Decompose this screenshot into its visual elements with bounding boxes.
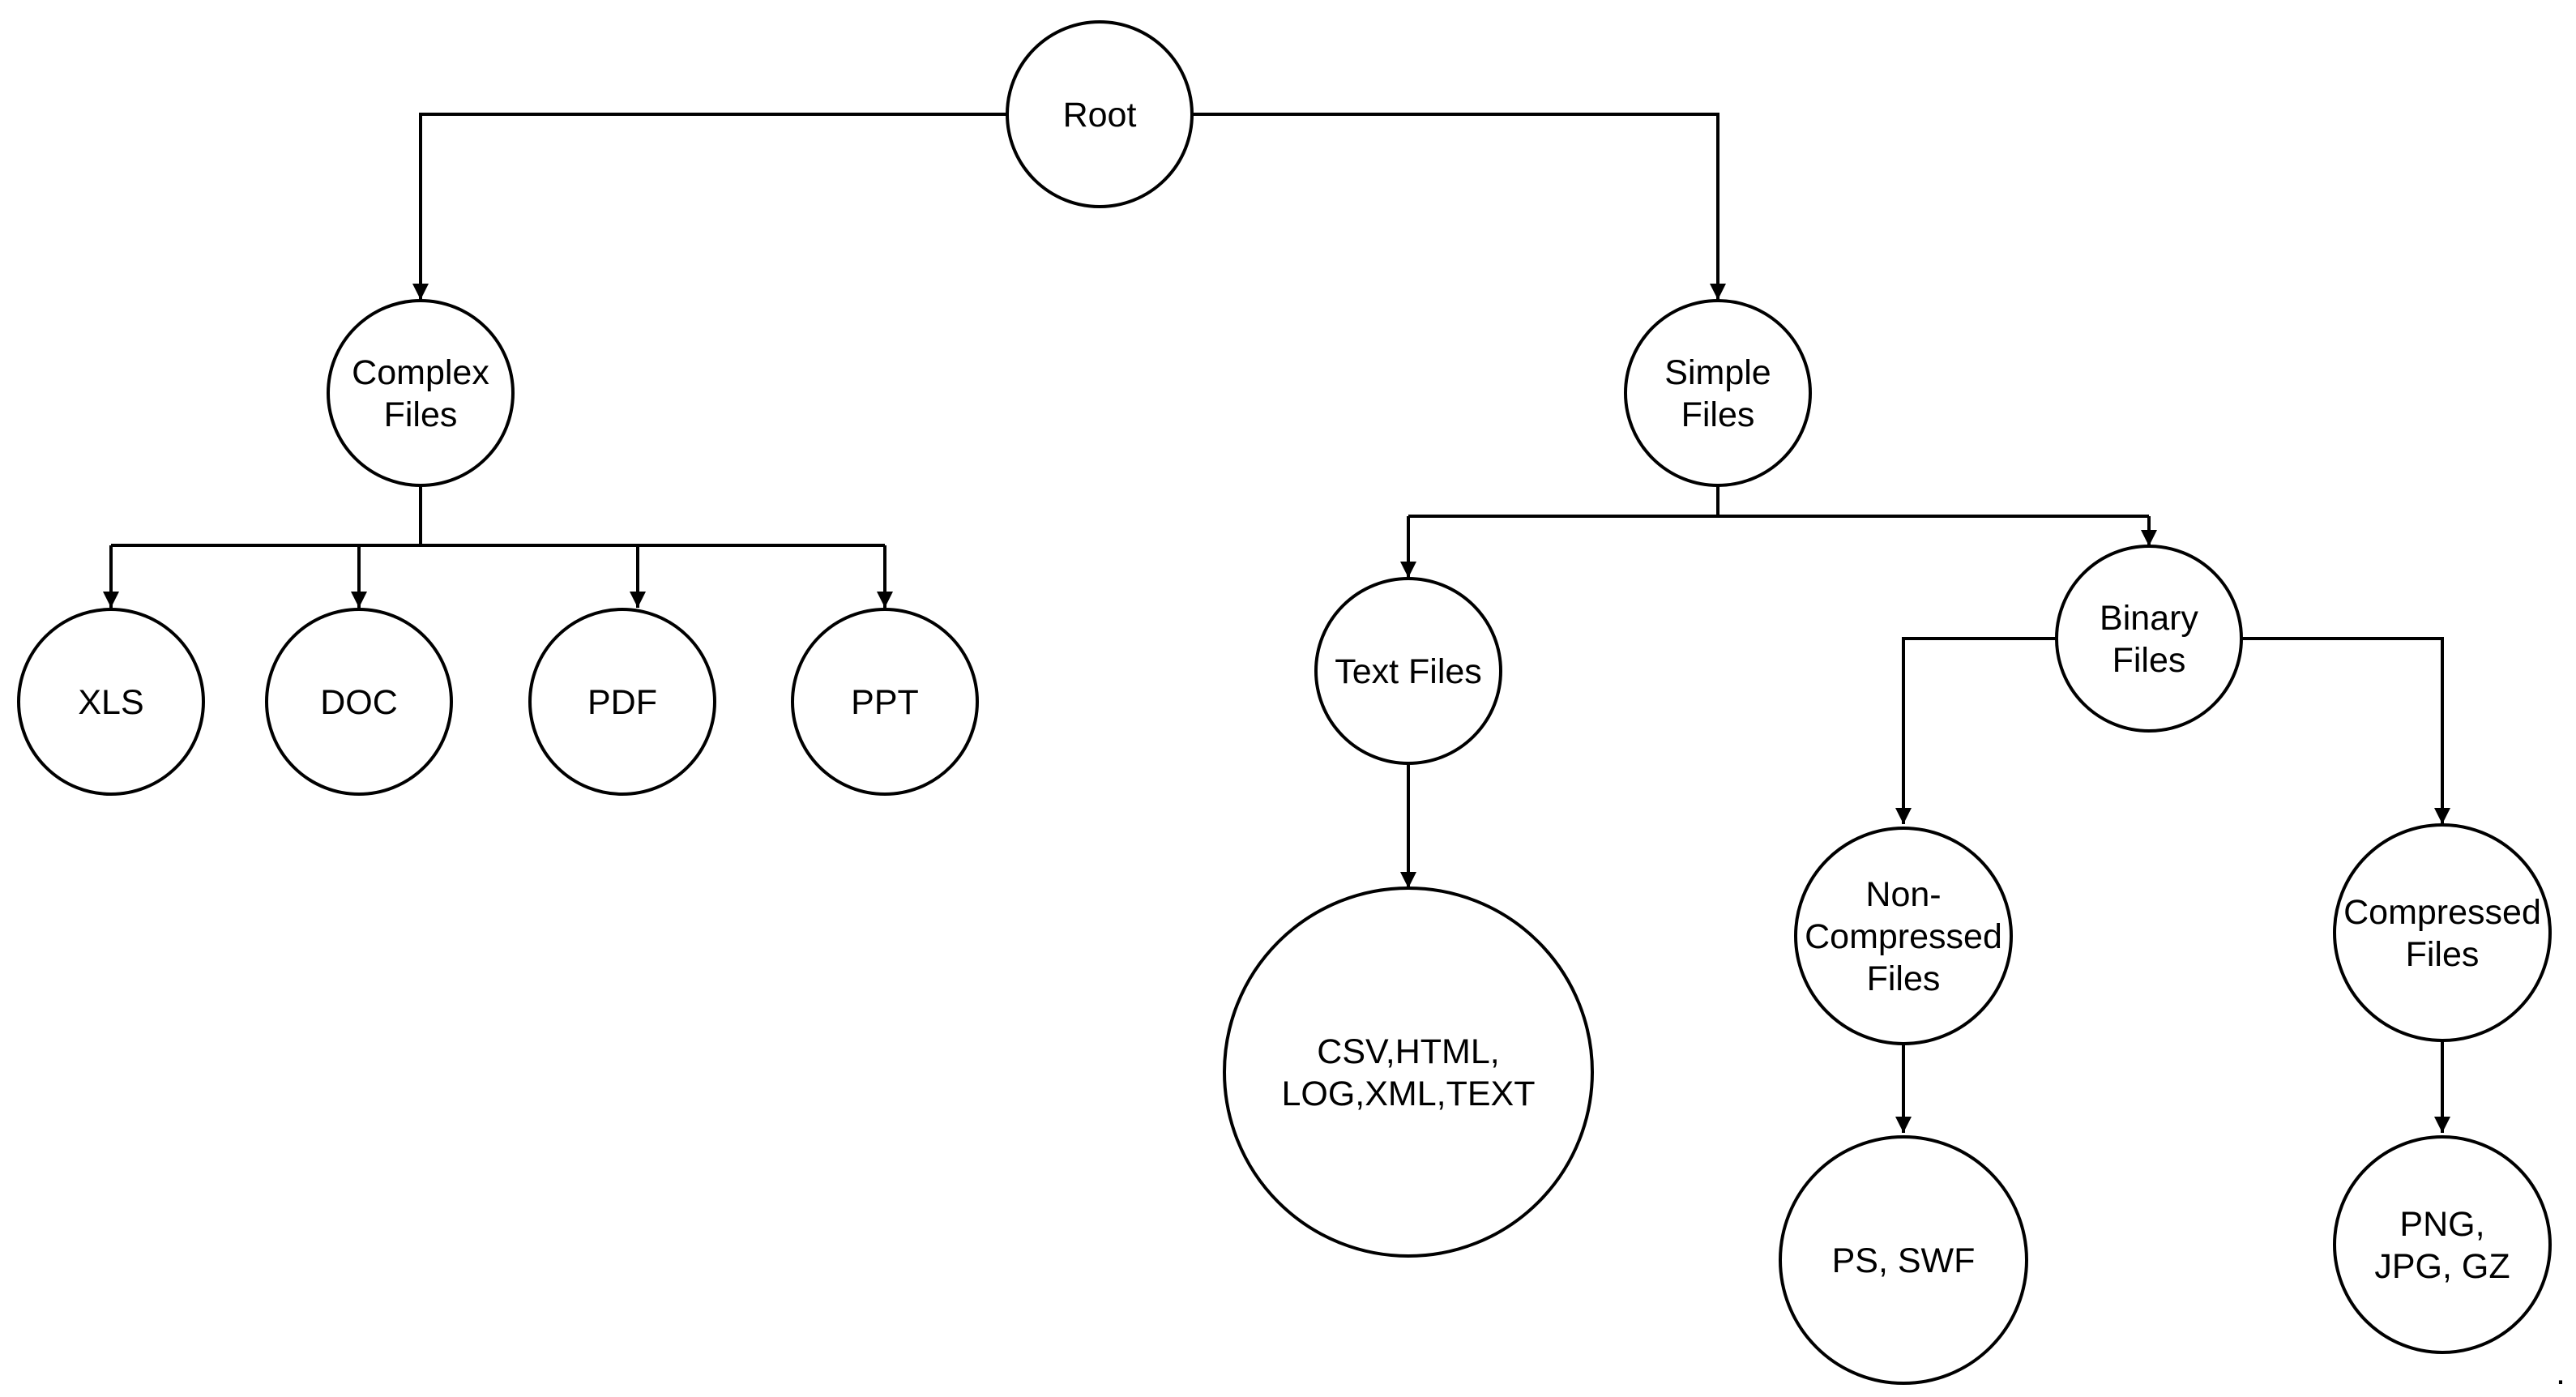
edge-binary-noncomp [1895, 637, 2057, 824]
node-png-jpg-gz: PNG,JPG, GZ [2333, 1135, 2552, 1354]
node-root: Root [1006, 20, 1194, 208]
csv-label-line: LOG,XML,TEXT [1281, 1074, 1535, 1113]
root-label-line: Root [1063, 96, 1137, 135]
node-doc-label: DOC [320, 683, 398, 722]
node-png-jpg-gz-label: PNG,JPG, GZ [2374, 1205, 2510, 1286]
comp-label-line: Compressed [2343, 893, 2541, 932]
ps-label-line: PS, SWF [1832, 1241, 1976, 1280]
node-doc: DOC [265, 608, 453, 796]
comp-label-line: Files [2406, 935, 2480, 974]
node-text-files: Text Files [1314, 577, 1502, 765]
edges [103, 113, 2450, 1133]
pdf-label-line: PDF [587, 683, 657, 722]
doc-label-line: DOC [320, 683, 398, 722]
noncomp-label-line: Non- [1865, 875, 1941, 914]
noncomp-label-line: Compressed [1805, 917, 2002, 956]
csv-label-line: CSV,HTML, [1317, 1032, 1499, 1071]
node-ps-swf-label: PS, SWF [1832, 1241, 1976, 1280]
node-ppt-label: PPT [851, 683, 919, 722]
node-ppt: PPT [791, 608, 979, 796]
xls-label-line: XLS [78, 683, 143, 722]
binary-label-line: Files [2112, 641, 2186, 680]
png-label-line: PNG, [2399, 1205, 2484, 1244]
edge-root-simple [1192, 113, 1726, 300]
node-csv-html-log-xml-text: CSV,HTML,LOG,XML,TEXT [1223, 886, 1594, 1258]
simple-label-line: Simple [1664, 353, 1771, 392]
ppt-label-line: PPT [851, 683, 919, 722]
node-pdf: PDF [528, 608, 716, 796]
noncomp-label-line: Files [1867, 959, 1941, 998]
complex-label-line: Complex [352, 353, 489, 392]
edge-binary-comp [2241, 637, 2450, 824]
node-xls-label: XLS [78, 683, 143, 722]
node-ps-swf: PS, SWF [1779, 1135, 2028, 1385]
text-label-line: Text Files [1335, 652, 1482, 691]
node-xls: XLS [17, 608, 205, 796]
node-pdf-label: PDF [587, 683, 657, 722]
binary-label-line: Binary [2100, 599, 2198, 638]
node-root-label: Root [1063, 96, 1137, 135]
edge-root-complex [412, 113, 1007, 300]
complex-label-line: Files [384, 395, 458, 434]
simple-label-line: Files [1681, 395, 1755, 434]
node-text-files-label: Text Files [1335, 652, 1482, 691]
png-label-line: JPG, GZ [2374, 1247, 2510, 1286]
node-csv-label: CSV,HTML,LOG,XML,TEXT [1281, 1032, 1535, 1113]
trailing-dot: . [2556, 1353, 2565, 1392]
